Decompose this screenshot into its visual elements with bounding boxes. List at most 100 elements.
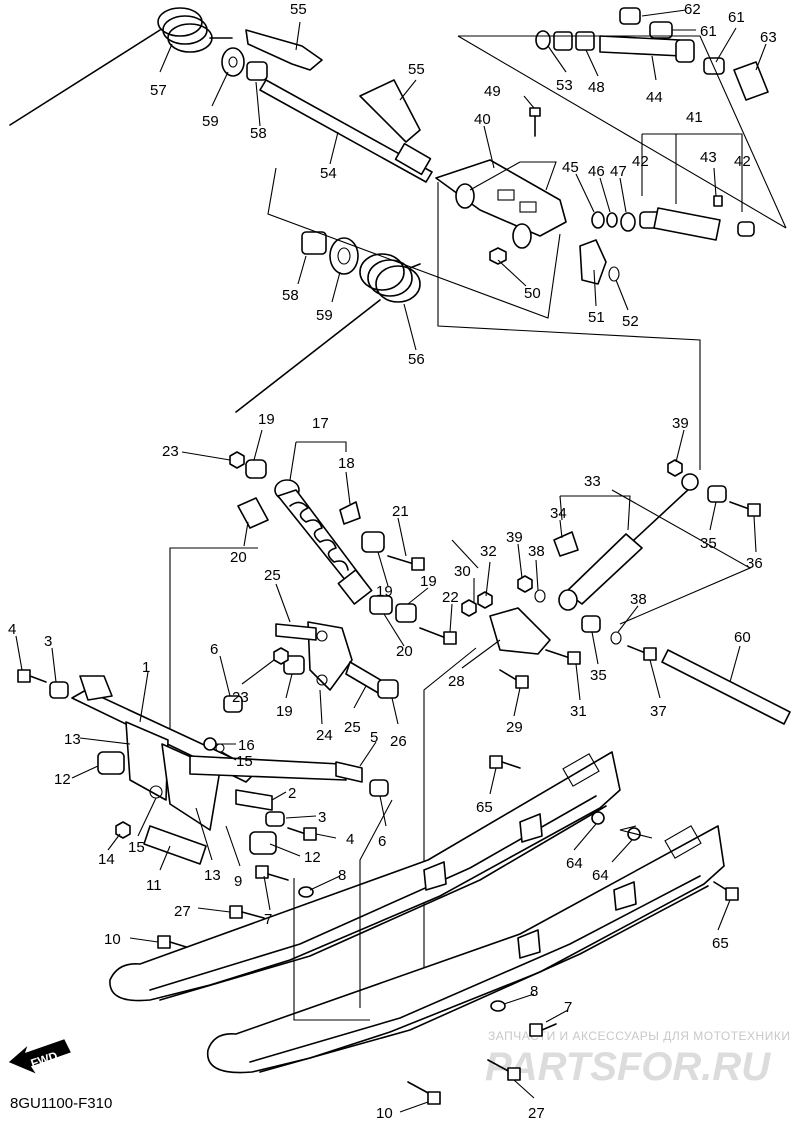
callout-42-left: 42	[632, 153, 649, 170]
collar-35-upper	[707, 485, 727, 503]
washer-59-lower	[329, 237, 359, 275]
collar-3-right	[265, 811, 285, 827]
callout-25-lower: 25	[344, 719, 361, 736]
washer-15-right	[215, 743, 225, 753]
rear-arm-40	[435, 159, 567, 249]
callout-6-lower: 6	[378, 833, 386, 850]
link-plate-24	[307, 621, 353, 691]
callout-61-right: 61	[728, 9, 745, 26]
callout-18: 18	[338, 455, 355, 472]
callout-7-upper: 7	[264, 911, 272, 928]
collar-26	[377, 679, 399, 699]
callout-49: 49	[484, 83, 501, 100]
bushing-48-b	[575, 31, 595, 51]
callout-2: 2	[288, 785, 296, 802]
callout-28: 28	[448, 673, 465, 690]
bushing-12-left	[97, 751, 125, 775]
collar-19-top	[245, 459, 267, 479]
callout-29: 29	[506, 719, 523, 736]
callout-46: 46	[588, 163, 605, 180]
callout-54: 54	[320, 165, 337, 182]
rod-assembly-41	[639, 195, 755, 241]
callout-9: 9	[234, 873, 242, 890]
nut-23-lower	[273, 647, 289, 665]
pin-5	[335, 761, 363, 783]
clip-55-top	[245, 29, 323, 71]
callout-58-lower: 58	[282, 287, 299, 304]
callout-leaders	[15, 9, 767, 1113]
callout-43: 43	[700, 149, 717, 166]
callout-34: 34	[550, 505, 567, 522]
callout-59-top: 59	[202, 113, 219, 130]
bolt-29	[499, 669, 529, 689]
callout-39-left: 39	[506, 529, 523, 546]
bolt-4-left	[17, 669, 47, 683]
assembly-outline-low	[293, 799, 653, 1021]
collar-35-lower	[581, 615, 601, 633]
front-arm-and-rails	[17, 669, 739, 1105]
callout-5: 5	[370, 729, 378, 746]
bushing-58-lower	[301, 231, 327, 255]
bolt-31	[545, 649, 581, 665]
callout-56: 56	[408, 351, 425, 368]
callout-61-top: 61	[700, 23, 717, 40]
callout-20-lower: 20	[396, 643, 413, 660]
callout-8-lower: 8	[530, 983, 538, 1000]
callout-59-lower: 59	[316, 307, 333, 324]
bolt-21	[387, 555, 425, 571]
bolt-27-upper	[229, 905, 265, 919]
callout-12-right: 12	[304, 849, 321, 866]
collar-3-left	[49, 681, 69, 699]
callout-33: 33	[584, 473, 601, 490]
callout-36: 36	[746, 555, 763, 572]
callout-21: 21	[392, 503, 409, 520]
callout-53: 53	[556, 77, 573, 94]
callout-22: 22	[442, 589, 459, 606]
guard-18	[339, 501, 361, 525]
callout-52: 52	[622, 313, 639, 330]
callout-6-upper: 6	[210, 641, 218, 658]
callout-15-left: 15	[128, 839, 145, 856]
slide-rail-right	[206, 825, 725, 1074]
washer-45	[591, 211, 605, 229]
washer-8-lower	[490, 1000, 506, 1012]
bushing-58-top	[246, 61, 268, 81]
callout-47: 47	[610, 163, 627, 180]
bolt-4-right	[287, 827, 317, 841]
bolt-49	[529, 107, 541, 137]
front-shock-33	[558, 473, 699, 611]
callout-13-left: 13	[64, 731, 81, 748]
washer-47	[620, 212, 636, 232]
torsion-spring-57	[9, 7, 233, 126]
washer-59-top	[221, 47, 245, 77]
callout-14: 14	[98, 851, 115, 868]
callout-19-mid: 19	[376, 583, 393, 600]
callout-37: 37	[650, 703, 667, 720]
collar-55-right	[359, 79, 421, 143]
bolt-14	[115, 821, 131, 839]
watermark-line1: ЗАПЧАСТИ И АКСЕССУАРЫ ДЛЯ МОТОТЕХНИКИ	[488, 1029, 790, 1043]
guard-34	[553, 531, 579, 557]
collar-62	[619, 7, 641, 25]
callout-65-lower: 65	[712, 935, 729, 952]
bolt-36	[729, 501, 761, 517]
callout-12-left: 12	[54, 771, 71, 788]
callout-13-right: 13	[204, 867, 221, 884]
callout-35-upper: 35	[700, 535, 717, 552]
bushing-48-a	[553, 31, 573, 51]
callout-27-lower: 27	[528, 1105, 545, 1122]
callout-32: 32	[480, 543, 497, 560]
shaft-44	[599, 35, 683, 57]
washer-38-right	[610, 631, 622, 645]
nut-39-left	[517, 575, 533, 593]
washer-46	[606, 212, 618, 228]
washer-16	[203, 737, 217, 751]
callout-31: 31	[570, 703, 587, 720]
callout-38-right: 38	[630, 591, 647, 608]
shaft-2	[235, 789, 273, 811]
callout-55-top: 55	[290, 1, 307, 18]
diagram-code: 8GU1100-F310	[10, 1095, 112, 1112]
callout-19-right: 19	[420, 573, 437, 590]
callout-8-upper: 8	[338, 867, 346, 884]
assembly-outline-top	[267, 35, 787, 470]
